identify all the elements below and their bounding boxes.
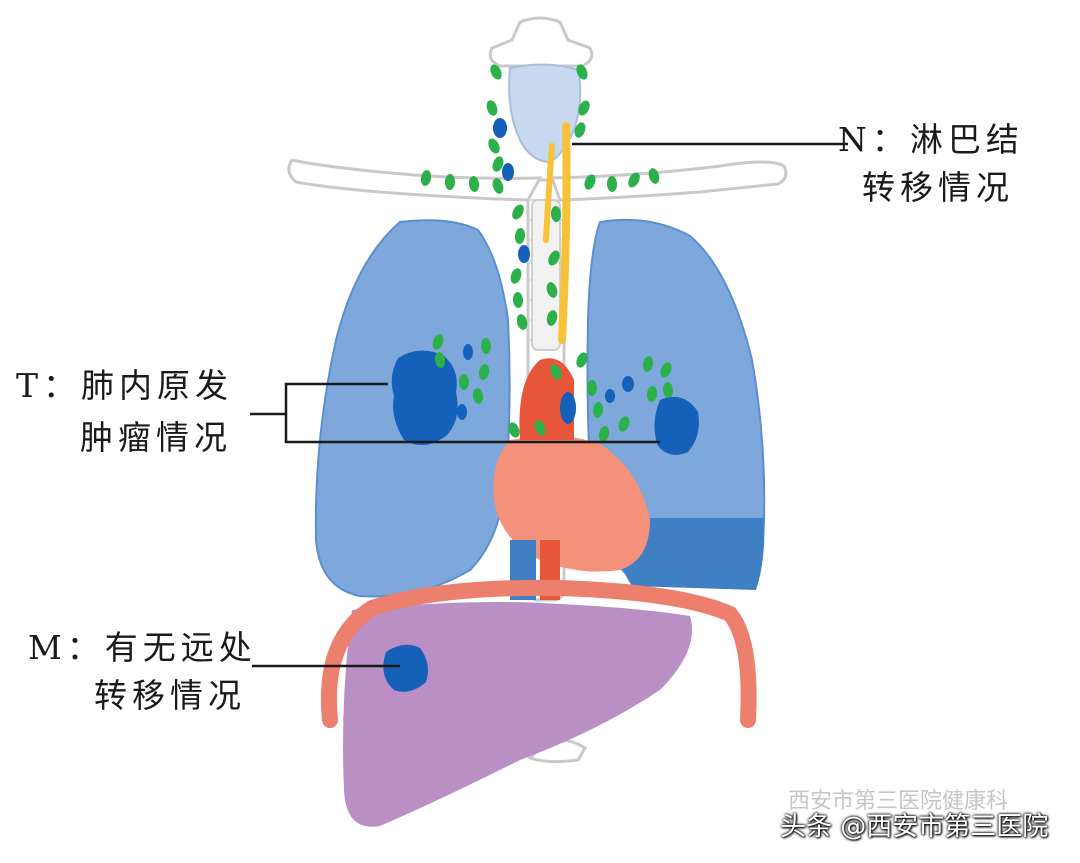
t-stage-label-line2: 肿瘤情况 xyxy=(80,418,232,457)
green-lymph-node xyxy=(546,282,558,298)
watermark: 头条 @西安市第三医院 xyxy=(780,812,1049,842)
green-lymph-node xyxy=(480,338,492,354)
n-stage-label-line1: N：淋巴结 xyxy=(838,120,1024,159)
primary-tumors xyxy=(391,350,699,455)
green-lymph-node xyxy=(492,178,504,194)
green-lymph-node xyxy=(420,170,432,186)
phrenic-nerve xyxy=(543,143,555,243)
liver xyxy=(343,602,692,827)
green-lymph-node xyxy=(606,176,618,192)
green-lymph-node xyxy=(662,382,674,398)
green-lymph-node xyxy=(546,310,558,326)
green-lymph-node xyxy=(576,352,588,368)
m-stage-label-line2: 转移情况 xyxy=(94,676,246,715)
vagus-nerve xyxy=(558,122,571,344)
diaphragm xyxy=(320,579,757,728)
right-lung-lower-lobe xyxy=(612,518,765,590)
green-lymph-node xyxy=(459,374,469,390)
leader-lines xyxy=(250,142,848,668)
green-lymph-node xyxy=(534,420,546,436)
green-lymph-node xyxy=(592,402,604,418)
green-lymph-node xyxy=(510,268,522,284)
heart xyxy=(493,435,650,572)
green-lymph-node xyxy=(472,388,484,404)
green-lymph-node xyxy=(584,174,596,190)
green-lymph-node xyxy=(488,138,500,154)
t-stage-label-line1: T：肺内原发 xyxy=(16,366,234,405)
green-lymph-node xyxy=(468,176,480,192)
n-stage-label-line2: 转移情况 xyxy=(862,168,1014,207)
green-lymph-node xyxy=(574,122,586,138)
green-lymph-node xyxy=(618,416,630,432)
green-lymph-node xyxy=(586,380,598,396)
left-lung-tumor xyxy=(391,350,458,446)
green-lymph-node xyxy=(508,422,520,438)
green-lymph-node xyxy=(434,352,446,368)
green-lymph-node xyxy=(598,426,610,442)
green-lymph-node xyxy=(516,314,528,330)
aortic-arch xyxy=(519,358,574,440)
green-lymph-node xyxy=(550,206,562,222)
green-lymph-node xyxy=(432,334,444,350)
green-lymph-node xyxy=(514,228,526,244)
green-lymph-node xyxy=(578,100,590,116)
green-lymph-node xyxy=(550,364,562,380)
faint-watermark: 西安市第三医院健康科 xyxy=(788,789,1009,814)
liver-metastasis xyxy=(383,644,428,692)
green-lymph-node xyxy=(648,168,660,184)
green-lymph-node xyxy=(660,362,672,378)
green-lymph-node xyxy=(512,292,524,308)
green-lymph-node xyxy=(628,172,640,188)
green-lymph-node xyxy=(444,174,456,190)
m-stage-label-line1: M：有无远处 xyxy=(28,628,257,667)
green-lymph-node xyxy=(576,64,588,80)
green-lymph-node xyxy=(512,204,524,220)
green-lymph-nodes xyxy=(420,64,674,442)
green-lymph-node xyxy=(486,100,498,116)
green-lymph-node xyxy=(490,64,502,80)
green-lymph-node xyxy=(642,356,654,372)
green-lymph-node xyxy=(478,364,490,380)
green-lymph-node xyxy=(548,250,560,266)
green-lymph-node xyxy=(646,386,658,402)
blue-lymph-nodes xyxy=(457,118,634,424)
green-lymph-node xyxy=(492,156,504,172)
right-lung-tumor xyxy=(654,396,699,455)
